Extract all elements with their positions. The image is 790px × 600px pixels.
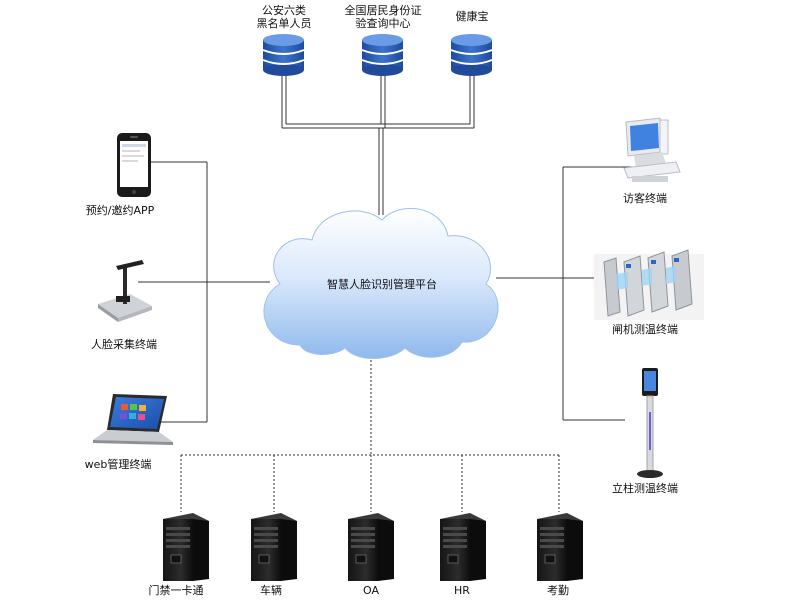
face-capture-stand-icon	[98, 260, 152, 322]
database-label-line1: 全国居民身份证	[344, 4, 422, 17]
server-icon	[440, 513, 486, 581]
device-label-pillar: 立柱测温终端	[612, 482, 678, 495]
database-label-line2: 黑名单人员	[256, 17, 312, 30]
visitor-kiosk-icon	[623, 117, 681, 182]
device-label-app: 预约/邀约APP	[85, 204, 155, 217]
server-label-vehicle: 车辆	[260, 584, 282, 597]
dashed-bus-lines	[180, 352, 560, 512]
device-label-web: web管理终端	[84, 458, 152, 471]
database-label-line2: 验查询中心	[355, 17, 411, 30]
server-icon	[348, 513, 394, 581]
smartphone-icon	[117, 133, 151, 197]
platform-label: 智慧人脸识别管理平台	[327, 278, 437, 291]
server-icon	[537, 513, 583, 581]
server-label-oa: OA	[363, 584, 379, 597]
server-label-access: 门禁一卡通	[148, 584, 204, 597]
server-label-attendance: 考勤	[547, 584, 569, 597]
database-label-health: 健康宝	[456, 10, 489, 23]
server-label-hr: HR	[454, 584, 470, 597]
device-label-face-capture: 人脸采集终端	[91, 338, 157, 351]
database-icon	[361, 34, 404, 76]
server-icon	[251, 513, 297, 581]
connector-lines	[138, 72, 640, 423]
turnstile-gate-icon	[594, 249, 704, 320]
database-icon	[450, 34, 493, 76]
database-label-blacklist: 公安六类 黑名单人员	[257, 4, 312, 30]
laptop-icon	[93, 394, 173, 445]
database-icon	[262, 34, 305, 76]
cloud-platform-icon	[263, 207, 499, 359]
database-label-line2: 健康宝	[455, 10, 489, 23]
server-icon	[163, 513, 209, 581]
pillar-thermometer-icon	[637, 368, 663, 478]
database-label-id-center: 全国居民身份证 验查询中心	[345, 4, 422, 30]
device-label-gate: 闸机测温终端	[612, 323, 678, 336]
database-label-line1: 公安六类	[262, 4, 306, 17]
device-label-visitor: 访客终端	[623, 192, 667, 205]
